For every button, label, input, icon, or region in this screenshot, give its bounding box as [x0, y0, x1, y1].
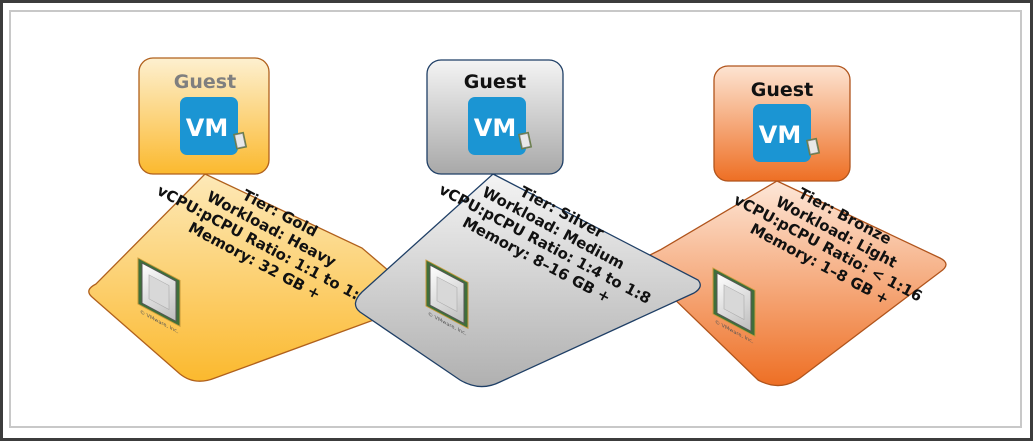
gold-guest-box: Guest VM [138, 57, 270, 175]
gold-vm-label: VM [186, 114, 228, 142]
tier-bronze: Guest VM Tier: Bronze Workload: Light vC… [634, 65, 947, 387]
chip-badge-icon [233, 131, 248, 150]
silver-cpu-chip-icon: © VMware, Inc. [425, 259, 469, 338]
silver-vm-label: VM [474, 114, 516, 142]
vm-icon: VM [753, 104, 821, 162]
gold-guest-label: Guest [174, 71, 236, 93]
vm-icon: VM [180, 97, 248, 155]
bronze-diamond [634, 180, 947, 387]
chip-badge-icon [806, 137, 821, 156]
tier-silver: Guest VM Tier: Silver Workload: Medium v… [354, 59, 701, 388]
silver-diamond [354, 173, 701, 388]
bronze-guest-box: Guest VM [713, 65, 851, 182]
silver-guest-box: Guest VM [426, 59, 564, 175]
tier-gold: Guest VM Tier: Gold Workload: Heavy vCPU… [88, 57, 421, 382]
chip-badge-icon [518, 131, 533, 150]
gold-cpu-chip-icon: © VMware, Inc. [137, 257, 181, 336]
vm-icon: VM [468, 97, 533, 155]
bronze-guest-label: Guest [751, 79, 813, 101]
bronze-vm-label: VM [759, 121, 801, 149]
silver-guest-label: Guest [464, 71, 526, 93]
